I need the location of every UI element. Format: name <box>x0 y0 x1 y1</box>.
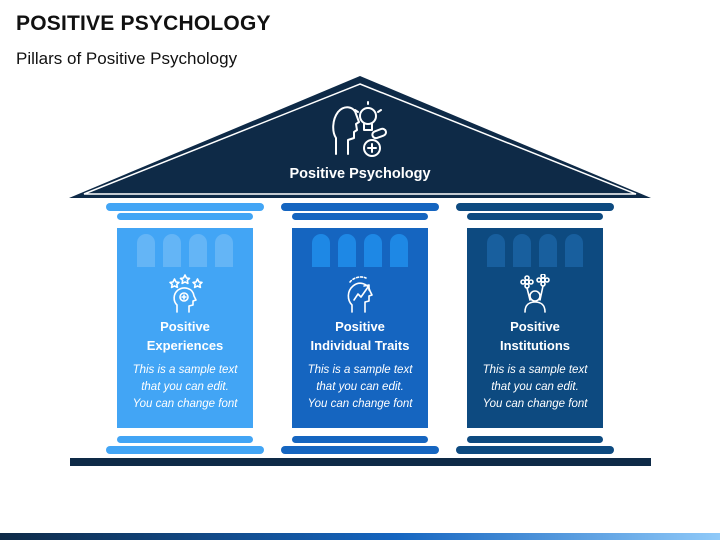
pillar-1-base-top <box>117 436 253 443</box>
pillar-1-flute <box>163 234 181 267</box>
pillar-1-title: Positive Experiences <box>117 317 253 355</box>
pillar-2-title-line: Individual Traits <box>310 338 410 353</box>
pillar-3-capital-bottom <box>467 213 603 220</box>
pillar-3-flute <box>513 234 531 267</box>
pillar-1-text-line: You can change font <box>132 398 238 410</box>
pillar-3-flute <box>487 234 505 267</box>
pillar-2-flute <box>364 234 382 267</box>
roof-inner-outline <box>83 83 637 195</box>
pillar-2-flute <box>338 234 356 267</box>
roof-label: Positive Psychology <box>289 166 431 182</box>
pillar-2-text-line: that you can edit. <box>316 381 404 393</box>
pillar-2-title: Positive Individual Traits <box>292 317 428 355</box>
pillar-2-flute <box>312 234 330 267</box>
pillar-2-text-line: You can change font <box>307 398 413 410</box>
pillar-1-flute <box>215 234 233 267</box>
head-with-growth-arrow-icon <box>347 276 373 313</box>
pillar-2-capital-top <box>281 203 439 211</box>
pillar-1-flute <box>189 234 207 267</box>
pillar-3-base-bottom <box>456 446 614 454</box>
pillar-1-column: Positive Experiences This is a sample te… <box>117 228 253 428</box>
pillar-2-capital-bottom <box>292 213 428 220</box>
psychology-mind-icon <box>332 101 387 157</box>
pillar-1-capital-bottom <box>117 213 253 220</box>
person-with-flowers-icon <box>520 274 550 313</box>
pillar-3-capital-top <box>456 203 614 211</box>
foundation-floor <box>70 458 651 466</box>
pillar-3-text-line: You can change font <box>482 398 588 410</box>
pillar-2-flute <box>390 234 408 267</box>
pillar-1-title-line: Experiences <box>146 338 224 353</box>
page-subtitle: Pillars of Positive Psychology <box>16 49 238 68</box>
pillar-3-title-line: Positive <box>510 319 560 334</box>
pillar-3-base-top <box>467 436 603 443</box>
pillar-3-text-line: This is a sample text <box>482 364 588 376</box>
pillar-3-title-line: Institutions <box>499 338 571 353</box>
pillar-2-column: Positive Individual Traits This is a sam… <box>292 228 428 428</box>
pillar-1-text: This is a sample text that you can edit.… <box>117 362 253 413</box>
pillar-1-flute <box>137 234 155 267</box>
bottom-accent-bar <box>0 533 720 540</box>
head-with-stars-icon <box>169 274 203 313</box>
pillar-2-title-line: Positive <box>335 319 385 334</box>
page-title: POSITIVE PSYCHOLOGY <box>16 12 271 35</box>
pillar-1-base-bottom <box>106 446 264 454</box>
pillar-1-text-line: This is a sample text <box>132 364 238 376</box>
pillar-3-flute <box>565 234 583 267</box>
pillar-3-column: Positive Institutions This is a sample t… <box>467 228 603 428</box>
pillar-3-text: This is a sample text that you can edit.… <box>467 362 603 413</box>
pillar-2-text-line: This is a sample text <box>307 364 413 376</box>
pillar-3-text-line: that you can edit. <box>491 381 579 393</box>
pillar-3-title: Positive Institutions <box>467 317 603 355</box>
pillar-3-flute <box>539 234 557 267</box>
pillar-1-text-line: that you can edit. <box>141 381 229 393</box>
roof <box>69 76 651 198</box>
pillar-1-capital-top <box>106 203 264 211</box>
pillar-2-base-bottom <box>281 446 439 454</box>
pillar-2-base-top <box>292 436 428 443</box>
pillar-2-text: This is a sample text that you can edit.… <box>292 362 428 413</box>
pillar-1-title-line: Positive <box>160 319 210 334</box>
